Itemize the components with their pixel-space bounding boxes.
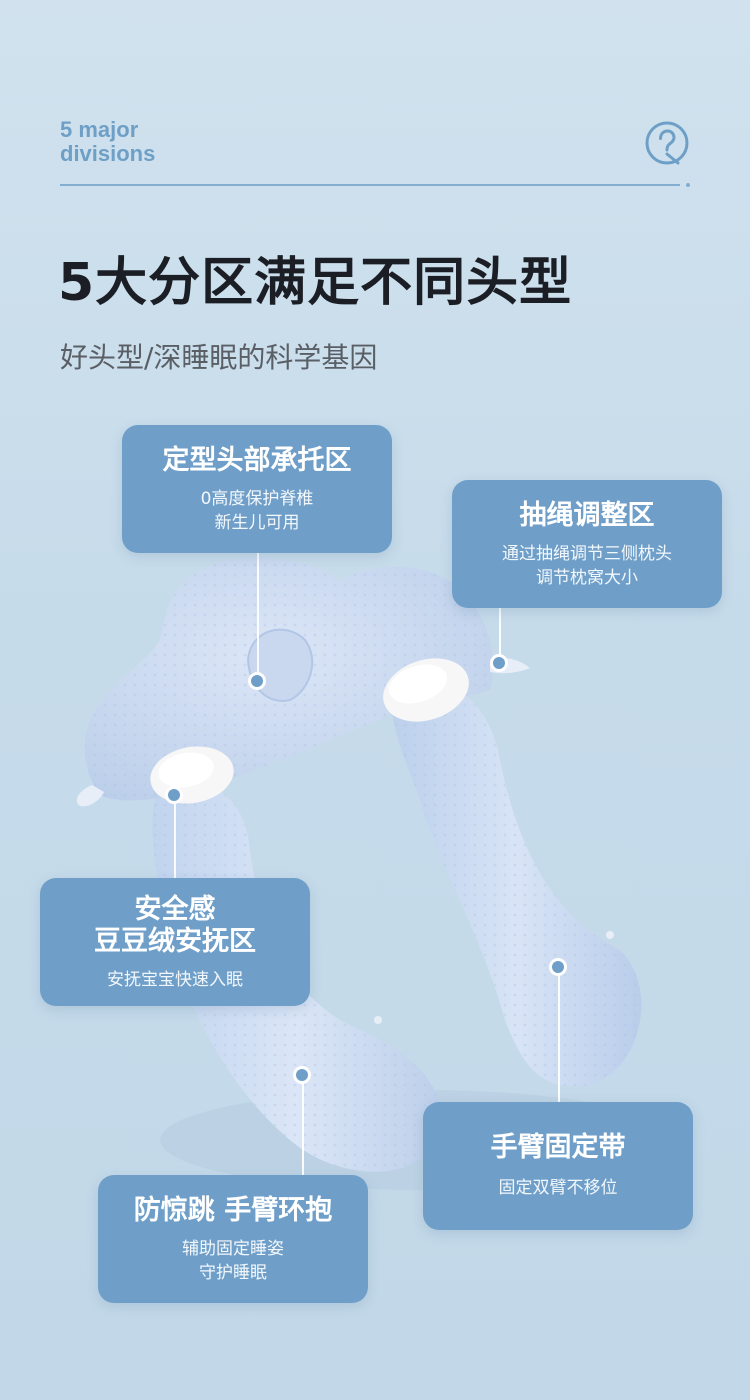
page-title: 5大分区满足不同头型: [58, 253, 573, 313]
header-english-line-1: 5 major: [60, 117, 139, 142]
leader-line-head-support: [257, 552, 259, 680]
zone-desc-line: 守护睡眠: [199, 1263, 267, 1283]
page-subtitle: 好头型/深睡眠的科学基因: [60, 341, 378, 374]
header-english-label: 5 major divisions: [60, 118, 155, 166]
zone-title: 定型头部承托区: [162, 445, 352, 476]
zone-desc-line: 辅助固定睡姿: [182, 1239, 284, 1259]
header-divider: [60, 184, 680, 186]
leader-line-arm-band: [558, 975, 560, 1103]
zone-title-line: 豆豆绒安抚区: [94, 926, 256, 957]
leader-line-bean-velvet: [174, 802, 176, 880]
marker-bean-velvet: [165, 786, 183, 804]
zone-title-line: 安全感: [134, 894, 216, 925]
marker-arm-hug: [293, 1066, 311, 1084]
zone-title: 防惊跳 手臂环抱: [133, 1195, 333, 1226]
zone-title: 抽绳调整区: [519, 500, 655, 531]
zone-card-arm-hug: 防惊跳 手臂环抱 辅助固定睡姿 守护睡眠: [98, 1175, 368, 1303]
zone-desc-line: 调节枕窝大小: [536, 568, 638, 588]
marker-head-support: [248, 672, 266, 690]
header-english-line-2: divisions: [60, 141, 156, 166]
marker-drawstring: [490, 654, 508, 672]
zone-card-drawstring: 抽绳调整区 通过抽绳调节三侧枕头 调节枕窝大小: [452, 480, 722, 608]
zone-title: 手臂固定带: [490, 1132, 626, 1163]
zone-desc-line: 固定双臂不移位: [498, 1178, 618, 1198]
question-circle-icon[interactable]: [644, 120, 690, 166]
leader-line-arm-hug: [302, 1083, 304, 1176]
zone-desc-line: 安抚宝宝快速入眠: [107, 970, 243, 990]
zone-desc-line: 0高度保护脊椎: [200, 489, 314, 509]
zone-desc-line: 通过抽绳调节三侧枕头: [502, 544, 672, 564]
header-divider-dot: [686, 183, 690, 187]
zone-desc-line: 新生儿可用: [214, 513, 300, 533]
marker-arm-band: [549, 958, 567, 976]
zone-card-head-support: 定型头部承托区 0高度保护脊椎 新生儿可用: [122, 425, 392, 553]
zone-card-arm-band: 手臂固定带 固定双臂不移位: [423, 1102, 693, 1230]
zone-card-bean-velvet: 安全感 豆豆绒安抚区 安抚宝宝快速入眠: [40, 878, 310, 1006]
leader-line-drawstring: [499, 608, 501, 664]
